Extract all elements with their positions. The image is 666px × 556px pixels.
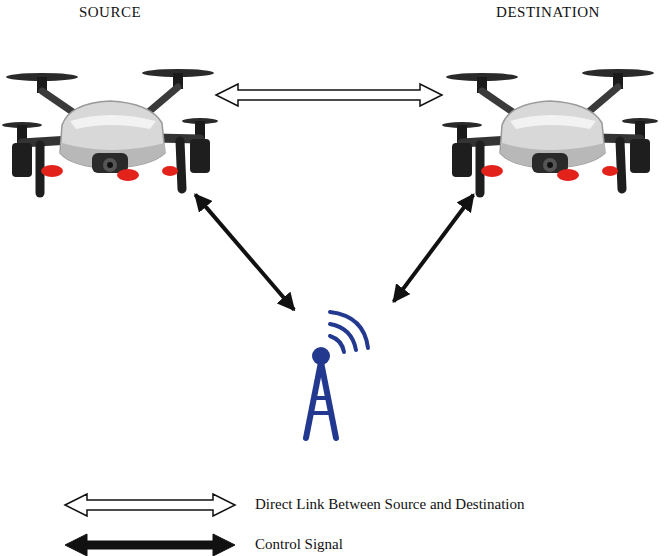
control-signal-arrow [394, 195, 474, 302]
solid-arrow-sample [65, 534, 235, 556]
drone-node: SOURCE [10, 0, 210, 190]
tower-symbol [306, 312, 368, 438]
legend-text: Control Signal [255, 536, 343, 553]
drone-illustration [2, 69, 218, 193]
hollow-arrow-sample [65, 494, 235, 516]
drone-node [298, 292, 390, 444]
drone-illustration [442, 69, 658, 193]
control-signal-arrow [195, 195, 294, 310]
legend-text: Direct Link Between Source and Destinati… [255, 496, 525, 513]
drone-node: DESTINATION [448, 0, 648, 190]
direct-link-arrow [216, 84, 442, 106]
node-title: SOURCE [10, 4, 210, 21]
node-title: DESTINATION [448, 4, 648, 21]
